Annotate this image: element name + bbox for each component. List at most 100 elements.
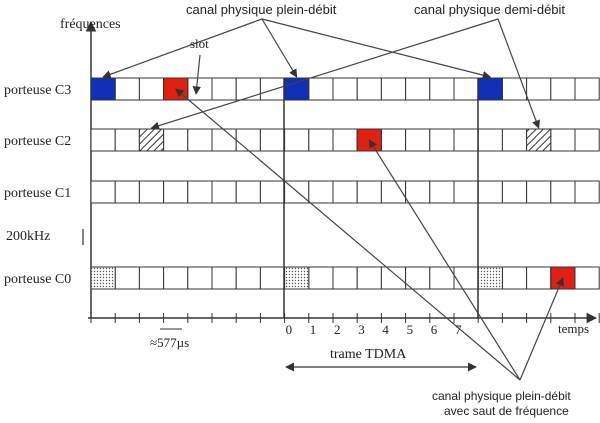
full-rate-slot bbox=[477, 77, 503, 101]
slot-cell bbox=[138, 266, 165, 290]
slot-cell bbox=[114, 128, 140, 152]
slot-cell bbox=[526, 266, 552, 290]
carrier-label: porteuse C3 bbox=[4, 83, 71, 98]
slot-cell bbox=[574, 266, 600, 290]
slot-cell bbox=[163, 180, 189, 204]
slot-cell bbox=[380, 77, 407, 101]
slot-cell bbox=[380, 128, 407, 152]
y-axis-label: fréquences bbox=[60, 17, 121, 32]
hopping-label-line1: canal physique plein-débit bbox=[432, 389, 571, 403]
full-rate-arrow bbox=[102, 18, 263, 79]
carrier-row: porteuse C2 bbox=[4, 128, 600, 152]
bcch-slot bbox=[284, 266, 310, 290]
full-rate-slot bbox=[90, 77, 116, 101]
half-rate-arrow bbox=[150, 18, 499, 130]
slot-cell bbox=[453, 180, 479, 204]
slot-cell bbox=[453, 128, 479, 152]
slot-cell bbox=[405, 128, 431, 152]
slot-cell bbox=[211, 77, 237, 101]
slot-arrow bbox=[192, 54, 201, 95]
slot-cell bbox=[211, 266, 237, 290]
slot-cell bbox=[90, 180, 116, 204]
slot-cell bbox=[453, 77, 479, 101]
slot-cell bbox=[477, 180, 503, 204]
bcch-slot bbox=[477, 266, 503, 290]
slot-cell bbox=[356, 180, 382, 204]
slot-cell bbox=[90, 128, 116, 152]
half-rate-label: canal physique demi-débit bbox=[414, 2, 565, 17]
slot-cell bbox=[163, 266, 189, 290]
carrier-label: porteuse C0 bbox=[4, 272, 71, 287]
slot-cell bbox=[259, 266, 286, 290]
slot-cell bbox=[501, 128, 528, 152]
slot-cell bbox=[235, 266, 261, 290]
slot-label: slot bbox=[190, 36, 209, 51]
slot-cell bbox=[405, 77, 431, 101]
slot-cell bbox=[284, 128, 310, 152]
slot-cell bbox=[308, 128, 334, 152]
carrier-label: porteuse C2 bbox=[4, 134, 71, 149]
half-rate-slot bbox=[138, 128, 165, 152]
carrier-label: porteuse C1 bbox=[4, 186, 71, 201]
slot-cell bbox=[356, 266, 382, 290]
slot-number: 0 bbox=[286, 322, 293, 337]
slot-cell bbox=[332, 77, 358, 101]
slot-cell bbox=[550, 180, 576, 204]
slot-number: 4 bbox=[382, 322, 389, 337]
slot-cell bbox=[574, 128, 600, 152]
slot-cell bbox=[550, 128, 576, 152]
slot-cell bbox=[138, 77, 165, 101]
slot-cell bbox=[187, 128, 213, 152]
frame-label: trame TDMA bbox=[330, 347, 407, 362]
half-rate-slot bbox=[526, 128, 552, 152]
slot-cell bbox=[429, 77, 455, 101]
slot-cell bbox=[235, 77, 261, 101]
slot-number: 5 bbox=[407, 322, 414, 337]
slot-cell bbox=[332, 128, 358, 152]
slot-cell bbox=[259, 77, 286, 101]
slot-cell bbox=[138, 180, 165, 204]
slot-cell bbox=[187, 266, 213, 290]
slot-cell bbox=[332, 266, 358, 290]
slot-cell bbox=[259, 180, 286, 204]
slot-cell bbox=[114, 180, 140, 204]
slot-cell bbox=[501, 180, 528, 204]
slot-cell bbox=[114, 266, 140, 290]
slot-cell bbox=[526, 77, 552, 101]
full-rate-arrow bbox=[261, 18, 492, 80]
slot-cell bbox=[477, 128, 503, 152]
slot-cell bbox=[380, 266, 407, 290]
slot-cell bbox=[259, 128, 286, 152]
slot-cell bbox=[308, 180, 334, 204]
slot-number: 1 bbox=[310, 322, 317, 337]
slot-cell bbox=[429, 266, 455, 290]
slot-cell bbox=[429, 128, 455, 152]
slot-cell bbox=[574, 180, 600, 204]
carrier-rows: porteuse C3 porteuse C2 porteuse C1 porteus… bbox=[4, 77, 600, 290]
slot-cell bbox=[235, 180, 261, 204]
bandwidth-label: 200kHz bbox=[6, 229, 50, 244]
full-rate-slot bbox=[284, 77, 310, 101]
slot-cell bbox=[308, 77, 334, 101]
full-rate-label: canal physique plein-débit bbox=[186, 2, 337, 17]
hopping-arrow bbox=[368, 139, 521, 381]
slot-cell bbox=[550, 77, 576, 101]
slot-number: 2 bbox=[334, 322, 341, 337]
half-rate-arrow bbox=[497, 18, 540, 129]
hopping-arrow bbox=[175, 88, 521, 381]
slot-cell bbox=[114, 77, 140, 101]
slot-number: 7 bbox=[455, 322, 462, 337]
slot-cell bbox=[501, 266, 528, 290]
slot-cell bbox=[187, 180, 213, 204]
hopping-label-line2: avec saut de fréquence bbox=[444, 404, 569, 418]
slot-cell bbox=[308, 266, 334, 290]
x-axis-label: temps bbox=[558, 321, 589, 336]
slot-cell bbox=[453, 266, 479, 290]
slot-cell bbox=[526, 180, 552, 204]
slot-cell bbox=[235, 128, 261, 152]
bcch-slot bbox=[90, 266, 116, 290]
annotation-arrows bbox=[102, 18, 564, 381]
slot-cell bbox=[356, 77, 382, 101]
